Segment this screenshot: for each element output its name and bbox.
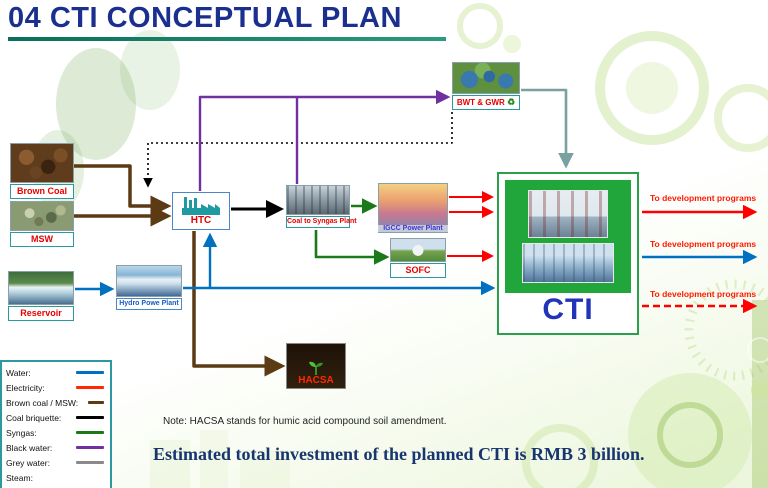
legend-line-steam bbox=[76, 476, 104, 479]
brown-coal-node: Brown Coal bbox=[10, 143, 74, 199]
cti-photo-top bbox=[528, 190, 608, 238]
cti-node: CTI bbox=[497, 172, 639, 335]
igcc-label: IGCC Power Plant bbox=[378, 225, 448, 232]
msw-node: MSW bbox=[10, 201, 74, 247]
title-underline bbox=[8, 37, 446, 41]
cti-photo-bottom bbox=[522, 243, 614, 283]
sofc-image bbox=[390, 238, 446, 262]
legend-label-brown-coal: Brown coal / MSW: bbox=[6, 397, 79, 408]
legend-label-water: Water: bbox=[6, 367, 31, 378]
legend-row-grey-water: Grey water: bbox=[6, 456, 106, 469]
bwt-gwr-label-text: BWT & GWR bbox=[456, 98, 505, 107]
legend-line-grey-water bbox=[76, 461, 104, 464]
output-label-2: To development programs bbox=[650, 239, 757, 249]
syngas-plant-node: Coal to Syngas Plant bbox=[286, 185, 357, 229]
legend: Water: Electricity: Brown coal / MSW: Co… bbox=[0, 360, 112, 488]
syngas-plant-image bbox=[286, 185, 350, 215]
msw-label: MSW bbox=[10, 232, 74, 247]
legend-line-coal-briquette bbox=[76, 416, 104, 419]
bwt-gwr-image bbox=[452, 62, 520, 94]
legend-line-electricity bbox=[76, 386, 104, 389]
seedling-icon bbox=[309, 361, 323, 375]
output-label-1: To development programs bbox=[650, 193, 757, 203]
cti-image bbox=[505, 180, 631, 293]
legend-row-coal-briquette: Coal briquette: bbox=[6, 411, 106, 424]
reservoir-image bbox=[8, 271, 74, 305]
legend-label-electricity: Electricity: bbox=[6, 382, 45, 393]
legend-label-black-water: Black water: bbox=[6, 442, 53, 453]
bwt-gwr-label: BWT & GWR ♻ bbox=[452, 95, 520, 110]
note-text: Note: HACSA stands for humic acid compou… bbox=[163, 416, 447, 427]
page-title: 04 CTI CONCEPTUAL PLAN bbox=[8, 2, 402, 34]
syngas-plant-label: Coal to Syngas Plant bbox=[286, 216, 357, 229]
bwt-gwr-node: BWT & GWR ♻ bbox=[452, 62, 520, 110]
recycle-icon: ♻ bbox=[507, 97, 516, 107]
legend-line-black-water bbox=[76, 446, 104, 449]
investment-text: Estimated total investment of the planne… bbox=[153, 444, 645, 464]
legend-row-electricity: Electricity: bbox=[6, 381, 106, 394]
legend-label-syngas: Syngas: bbox=[6, 427, 37, 438]
brown-coal-image bbox=[10, 143, 74, 183]
msw-image bbox=[10, 201, 74, 231]
brown-coal-label: Brown Coal bbox=[10, 184, 74, 199]
hacsa-node: HACSA bbox=[286, 343, 346, 389]
legend-row-black-water: Black water: bbox=[6, 441, 106, 454]
legend-row-steam: Steam: bbox=[6, 471, 106, 484]
factory-icon bbox=[182, 196, 220, 215]
igcc-image bbox=[378, 183, 448, 233]
legend-row-syngas: Syngas: bbox=[6, 426, 106, 439]
legend-line-brown-coal bbox=[88, 401, 104, 404]
legend-label-steam: Steam: bbox=[6, 472, 33, 483]
legend-row-water: Water: bbox=[6, 366, 106, 379]
reservoir-label: Reservoir bbox=[8, 306, 74, 321]
htc-node: HTC bbox=[172, 192, 230, 230]
igcc-node: IGCC Power Plant bbox=[378, 183, 448, 233]
reservoir-node: Reservoir bbox=[8, 271, 74, 321]
legend-label-coal-briquette: Coal briquette: bbox=[6, 412, 62, 423]
legend-line-water bbox=[76, 371, 104, 374]
hacsa-label: HACSA bbox=[298, 375, 334, 386]
sofc-label: SOFC bbox=[390, 263, 446, 278]
hydro-plant-label: Hydro Powe Plant bbox=[116, 298, 182, 311]
cti-label: CTI bbox=[542, 293, 594, 326]
output-label-3: To development programs bbox=[650, 289, 757, 299]
legend-line-syngas bbox=[76, 431, 104, 434]
sofc-node: SOFC bbox=[390, 238, 446, 278]
legend-label-grey-water: Grey water: bbox=[6, 457, 50, 468]
hydro-plant-image bbox=[116, 265, 182, 297]
legend-row-brown-coal: Brown coal / MSW: bbox=[6, 396, 106, 409]
hydro-plant-node: Hydro Powe Plant bbox=[116, 265, 182, 311]
htc-label: HTC bbox=[190, 214, 212, 226]
